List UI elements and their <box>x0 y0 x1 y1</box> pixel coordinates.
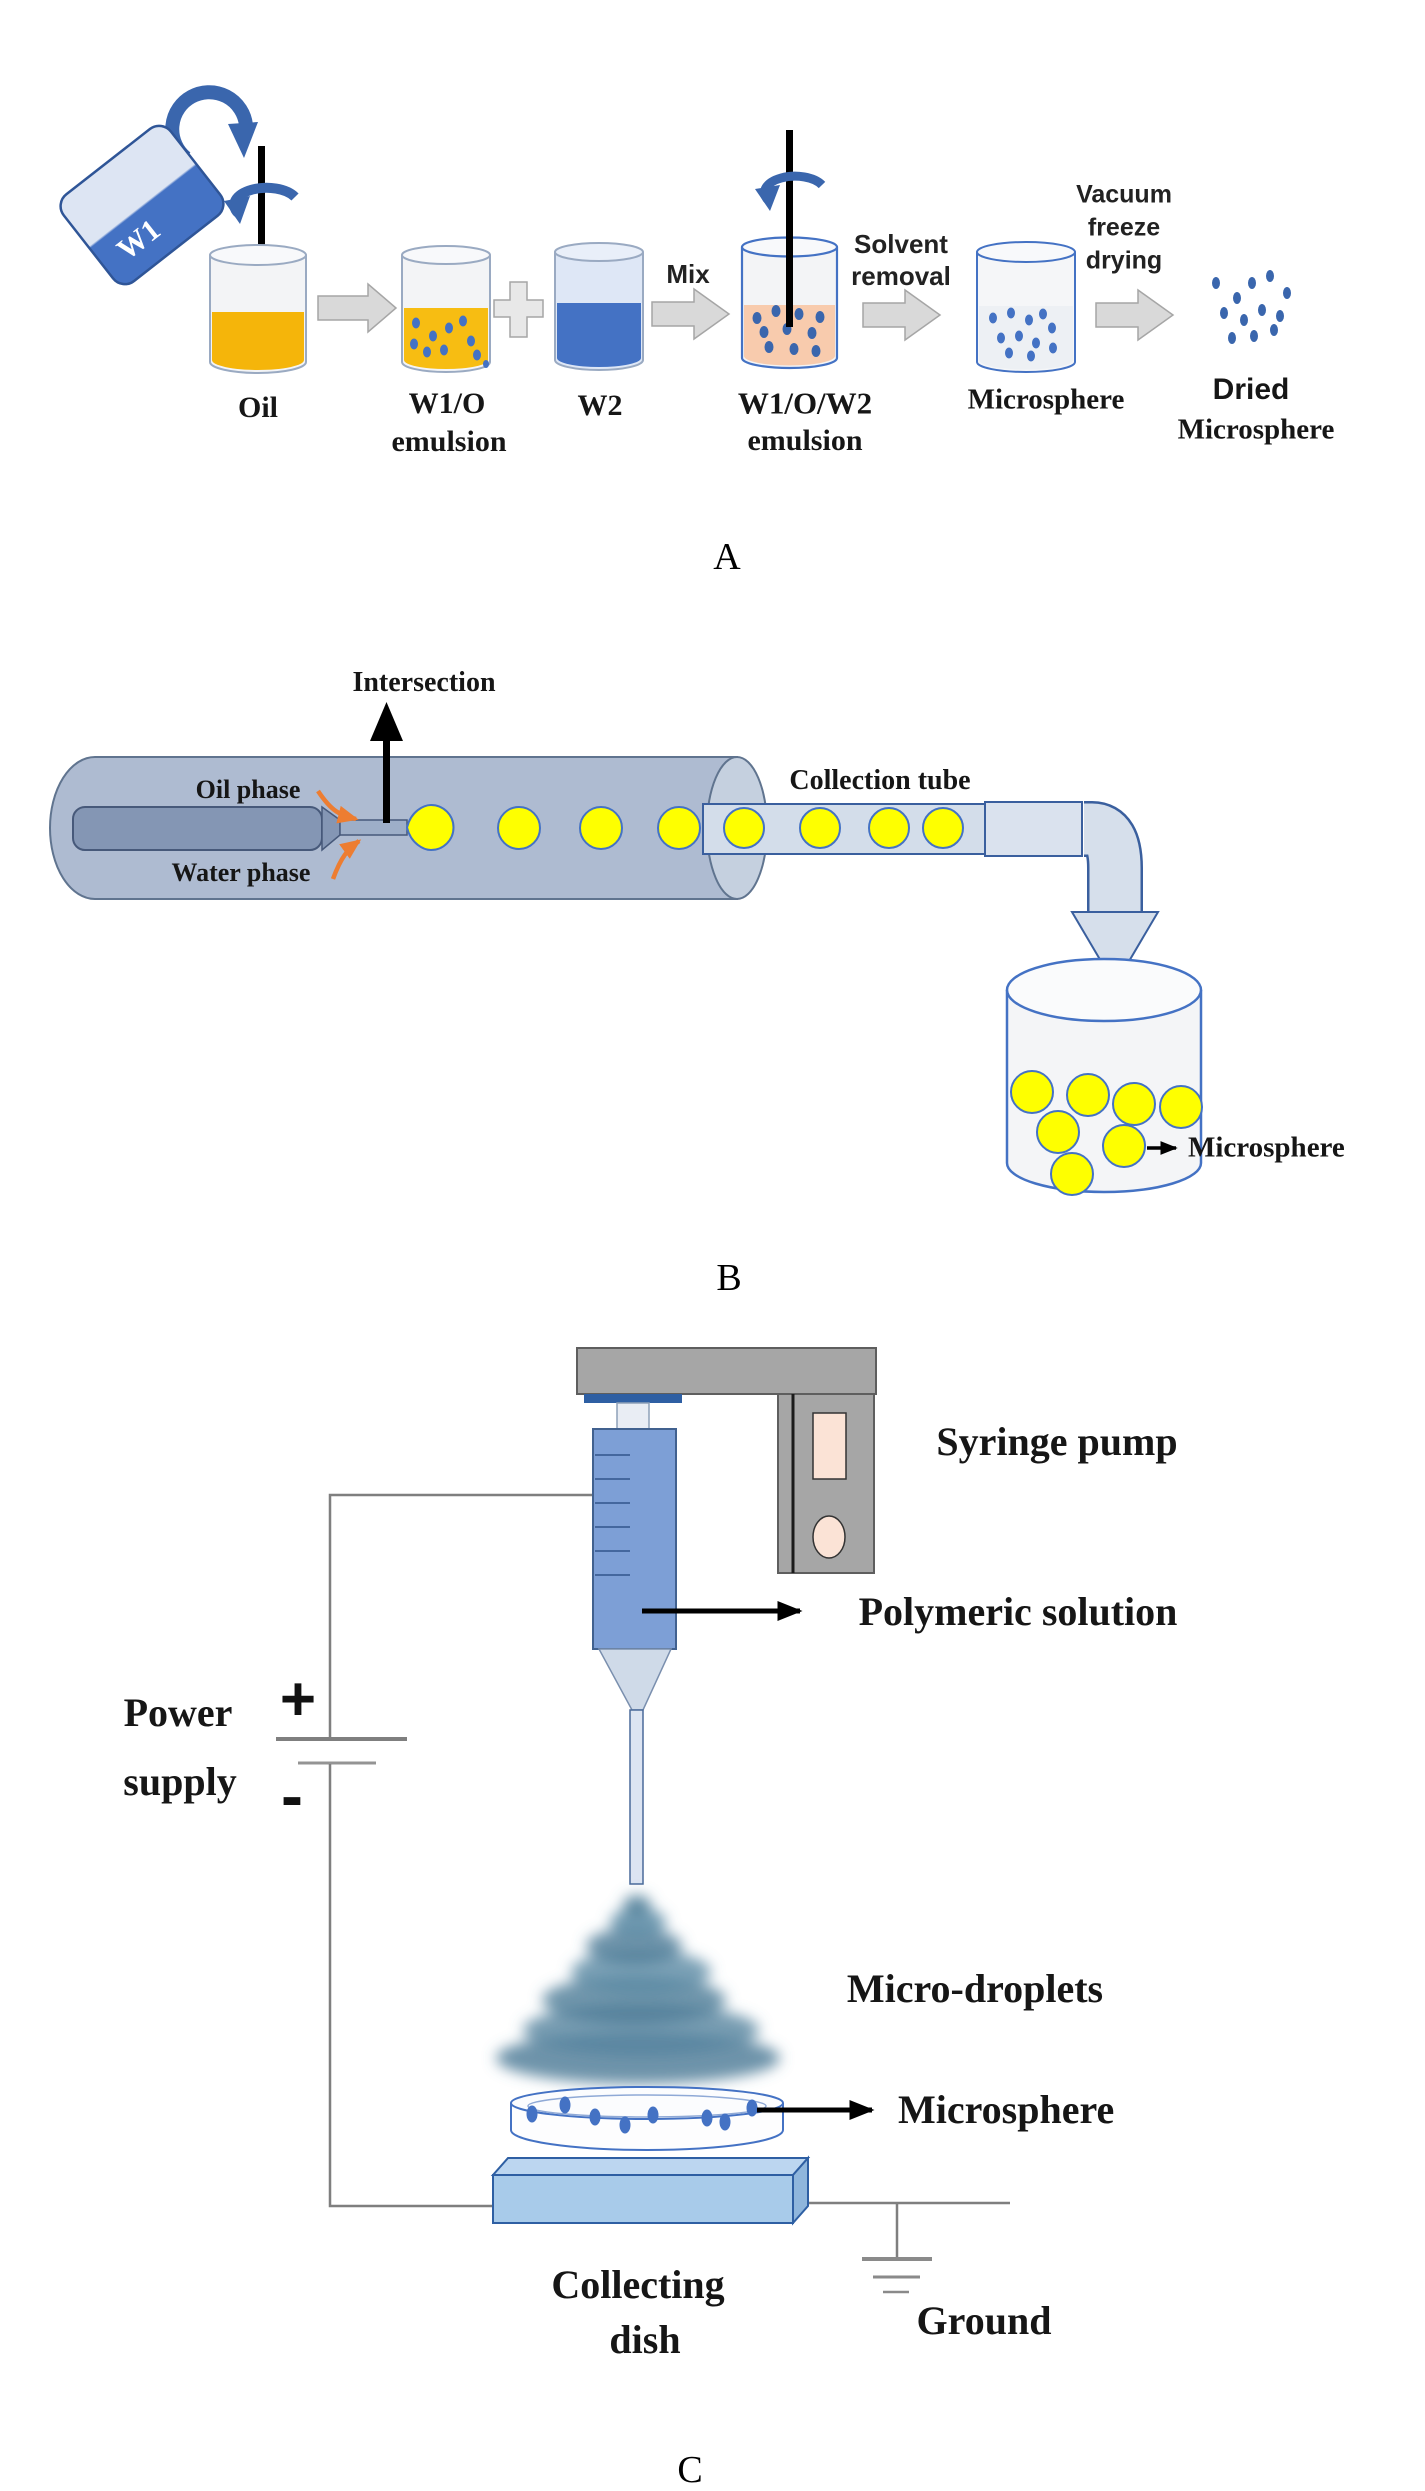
dried-label-line2: Microsphere <box>1177 413 1335 446</box>
collection-tube <box>702 801 1083 857</box>
dried-label: Dried <box>1212 373 1290 406</box>
barrel-graduations <box>595 1454 630 1576</box>
panel-a-letter: A <box>713 536 741 578</box>
stir-rod <box>786 130 793 327</box>
syringe-pump-label: Syringe pump <box>936 1419 1178 1464</box>
power-supply-label: Power <box>123 1690 233 1735</box>
microsphere-dots <box>989 307 1057 362</box>
collecting-stage <box>490 2155 811 2226</box>
w1o-label: W1/O <box>408 387 486 420</box>
needle <box>629 1709 644 1885</box>
w1ow2-emulsion-beaker <box>740 130 839 370</box>
plunger-rod <box>616 1402 650 1430</box>
droplet-train <box>405 803 701 852</box>
w1ow2-label-line2: emulsion <box>747 424 863 457</box>
intersection-arrow <box>370 702 403 823</box>
solvent-step-label-line2: removal <box>851 261 951 291</box>
ground-label: Ground <box>916 2298 1052 2343</box>
rotation-arrow-icon <box>755 171 826 211</box>
collected-microspheres <box>1010 1070 1203 1196</box>
spray-cloud <box>496 1895 780 2084</box>
syringe-cone <box>597 1648 673 1711</box>
wire-positive <box>328 1493 593 1737</box>
dried-microsphere-dots <box>1212 270 1291 344</box>
wire-negative <box>328 1764 493 2208</box>
micro-droplets-label: Micro-droplets <box>846 1966 1104 2011</box>
microsphere-beaker <box>976 241 1076 373</box>
intersection-label: Intersection <box>352 667 496 698</box>
w1ow2-label: W1/O/W2 <box>737 385 873 421</box>
minus-terminal-label: - <box>281 1758 303 1832</box>
oil-phase-label: Oil phase <box>195 775 301 804</box>
ground-symbol-icon <box>862 2257 932 2294</box>
outlet-elbow <box>1070 801 1160 987</box>
vacuum-step-label-line2: freeze <box>1087 213 1161 242</box>
water-phase-label: Water phase <box>171 858 311 887</box>
oil-beaker <box>209 244 307 374</box>
rotation-arrow-icon <box>224 182 299 224</box>
collecting-beaker <box>1005 957 1203 1196</box>
microsphere-a-label: Microsphere <box>967 383 1125 416</box>
microsphere-c-label: Microsphere <box>898 2087 1115 2132</box>
flow-arrow <box>317 282 398 334</box>
syringe-pump-frame <box>576 1347 877 1574</box>
plus-terminal-label: + <box>279 1665 317 1734</box>
polymeric-solution-label: Polymeric solution <box>858 1589 1178 1634</box>
syringe <box>584 1394 682 1885</box>
syringe-barrel <box>592 1428 677 1650</box>
vacuum-step-label: Vacuum <box>1076 180 1172 209</box>
oil-label: Oil <box>237 391 279 424</box>
emulsion-droplets <box>752 305 825 357</box>
power-supply-label-line2: supply <box>123 1759 237 1804</box>
w1o-label-line2: emulsion <box>391 425 507 458</box>
emulsion-droplets <box>410 315 489 368</box>
w2-label: W2 <box>577 389 623 422</box>
panel-b-letter: B <box>716 1257 742 1299</box>
pump-display <box>812 1412 847 1480</box>
panel-c-letter: C <box>677 2449 703 2491</box>
vacuum-step-label-line3: drying <box>1085 246 1163 275</box>
w1o-emulsion-beaker <box>401 245 491 373</box>
dish-microspheres <box>526 2096 758 2134</box>
collection-tube-label: Collection tube <box>789 765 971 796</box>
pump-knob <box>812 1515 846 1559</box>
stir-rod <box>258 146 265 332</box>
mix-arrow <box>651 287 731 341</box>
inner-capillary <box>72 805 408 852</box>
w2-beaker <box>554 242 644 371</box>
battery-symbol <box>276 1737 407 1765</box>
collecting-dish-label: Collecting <box>551 2262 725 2307</box>
microsphere-b-label: Microsphere <box>1188 1131 1345 1164</box>
panel-b-microfluidics <box>48 702 1203 1196</box>
w1-pouring-cup: W1 <box>59 124 225 286</box>
mix-step-label: Mix <box>666 259 710 289</box>
solvent-removal-arrow <box>862 288 942 342</box>
panel-a-double-emulsion: W1 <box>59 85 1291 374</box>
freeze-drying-arrow <box>1095 288 1175 342</box>
collecting-dish-label-line2: dish <box>609 2317 681 2362</box>
solvent-step-label: Solvent <box>854 229 948 259</box>
oil-phase-arrow-icon <box>316 789 359 824</box>
plunger-flange <box>584 1394 682 1403</box>
water-phase-arrow-icon <box>330 839 362 880</box>
petri-dish <box>510 2086 784 2151</box>
plus-icon <box>493 281 544 338</box>
panel-c-electrospray <box>276 1347 1010 2294</box>
